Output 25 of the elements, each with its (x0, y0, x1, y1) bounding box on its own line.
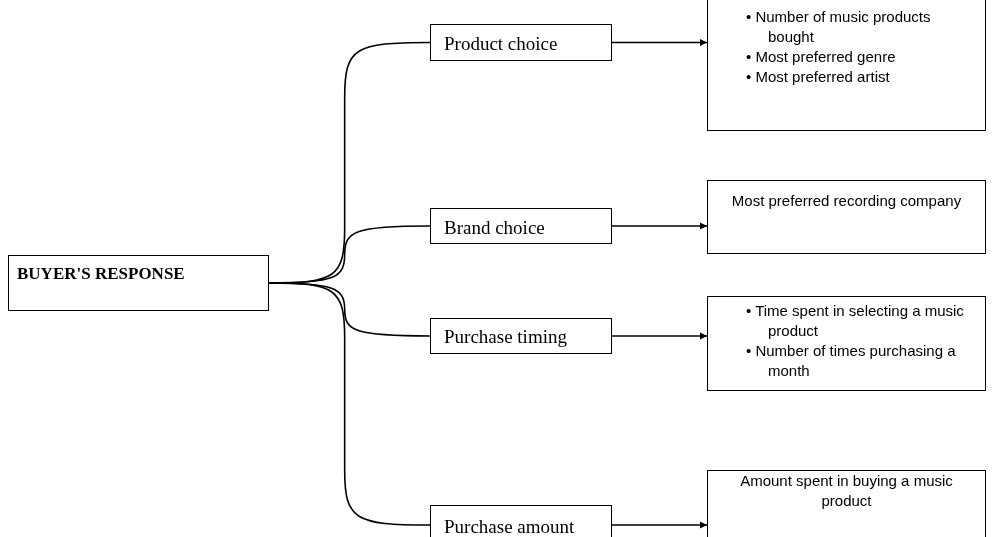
node-label: Purchase amount (444, 516, 575, 537)
bullet-item: • Number of music products bought (746, 7, 932, 47)
arrow (611, 332, 708, 340)
node-label: BUYER'S RESPONSE (17, 264, 185, 284)
text-box (430, 24, 612, 61)
node-label: Amount spent in buying a music product (739, 471, 954, 511)
bullet-item: • Most preferred genre (746, 47, 897, 67)
text-box (707, 296, 986, 391)
arrow (611, 222, 708, 230)
text-box (430, 208, 612, 244)
text-box (707, 180, 986, 254)
text-box (430, 505, 612, 537)
bullet-item: • Time spent in selecting a music product (746, 301, 965, 341)
text-box (707, 0, 986, 131)
node-label: Purchase timing (444, 326, 567, 348)
text-box (430, 318, 612, 354)
bullet-item: • Number of times purchasing a month (746, 341, 957, 381)
node-label: Brand choice (444, 217, 545, 239)
text-box (707, 470, 986, 537)
node-label: Product choice (444, 33, 558, 55)
arrow (611, 521, 708, 529)
text-box (8, 255, 269, 311)
node-label: Most preferred recording company (730, 191, 963, 211)
bullet-item: • Most preferred artist (746, 67, 891, 87)
arrow (611, 39, 708, 46)
